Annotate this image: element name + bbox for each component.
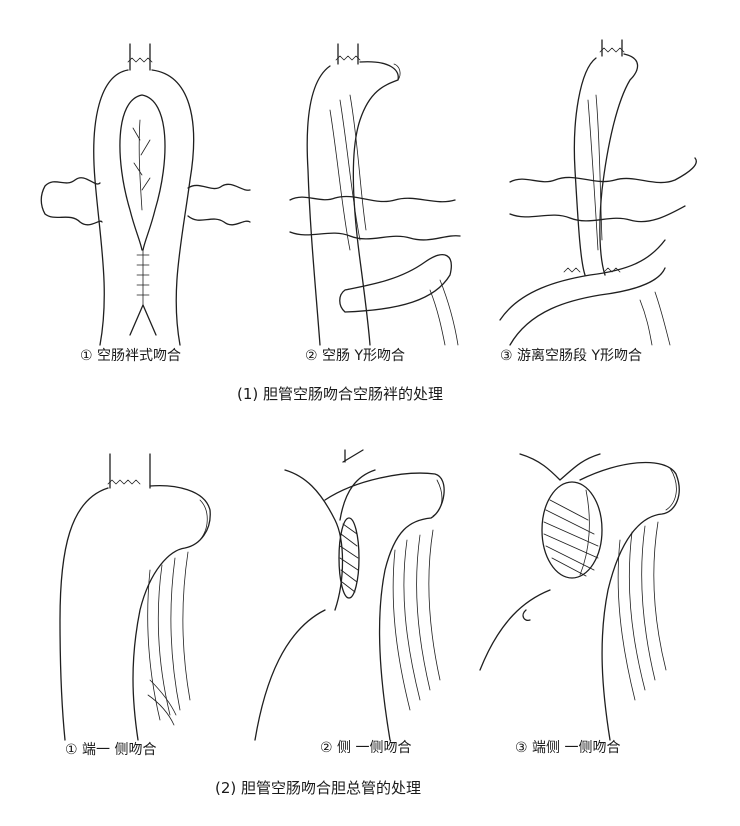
jejunum bbox=[59, 484, 211, 741]
endside-to-side-drawing bbox=[479, 453, 680, 741]
figure-free-segment-y: ③ 游离空肠段 Y形吻合 bbox=[480, 0, 740, 364]
jejunal-loop-outer bbox=[93, 69, 195, 346]
mesentery-lines bbox=[392, 529, 441, 711]
figure-roux-en-y: ② 空肠 Y形吻合 bbox=[260, 0, 480, 364]
jejunal-loop bbox=[499, 239, 666, 346]
caption-loop-anastomosis: ① 空肠袢式吻合 bbox=[80, 348, 182, 364]
jejunum bbox=[479, 461, 680, 741]
side-to-side-drawing bbox=[254, 449, 445, 741]
jejunal-anastomosis-limb bbox=[339, 254, 452, 313]
caption-roux-en-y: ② 空肠 Y形吻合 bbox=[305, 348, 406, 364]
end-to-side-drawing bbox=[59, 453, 211, 741]
transverse-colon bbox=[40, 177, 103, 226]
transverse-colon bbox=[509, 157, 697, 223]
figure-side-to-side: ② 侧 一侧吻合 bbox=[245, 440, 485, 760]
free-jejunal-segment bbox=[573, 53, 639, 276]
free-segment-y-drawing bbox=[499, 39, 697, 346]
bile-duct bbox=[109, 453, 151, 489]
mesentery-lines bbox=[617, 521, 667, 701]
caption-free-segment-y: ③ 游离空肠段 Y形吻合 bbox=[500, 348, 643, 364]
gallbladder-stump bbox=[522, 609, 531, 621]
anastomosis-opening bbox=[541, 481, 603, 579]
bile-duct bbox=[129, 43, 151, 71]
caption-end-to-side: ① 端一 侧吻合 bbox=[65, 742, 157, 758]
figure-end-to-side: ① 端一 侧吻合 bbox=[0, 440, 250, 760]
section-title-2: (2) 胆管空肠吻合胆总管的处理 bbox=[215, 779, 422, 797]
anastomosis-opening bbox=[338, 517, 360, 599]
common-bile-duct bbox=[519, 453, 601, 481]
bile-duct bbox=[337, 43, 359, 65]
jejunal-loop-inner bbox=[119, 94, 166, 251]
loop-anastomosis-drawing bbox=[40, 43, 251, 346]
roux-en-y-drawing bbox=[289, 43, 461, 346]
bile-duct bbox=[601, 39, 623, 57]
jejunum bbox=[254, 472, 445, 741]
mesentery-lines bbox=[147, 551, 191, 721]
jejunal-limb bbox=[306, 61, 399, 346]
caption-endside-to-side: ③ 端侧 一侧吻合 bbox=[515, 740, 621, 756]
section-title-1: (1) 胆管空肠吻合空肠袢的处理 bbox=[237, 385, 444, 403]
transverse-colon bbox=[289, 195, 461, 241]
figure-endside-to-side: ③ 端侧 一侧吻合 bbox=[479, 440, 740, 760]
caption-side-to-side: ② 侧 一侧吻合 bbox=[320, 740, 412, 756]
common-bile-duct bbox=[284, 469, 376, 611]
figure-loop-anastomosis: ① 空肠袢式吻合 bbox=[0, 0, 260, 364]
